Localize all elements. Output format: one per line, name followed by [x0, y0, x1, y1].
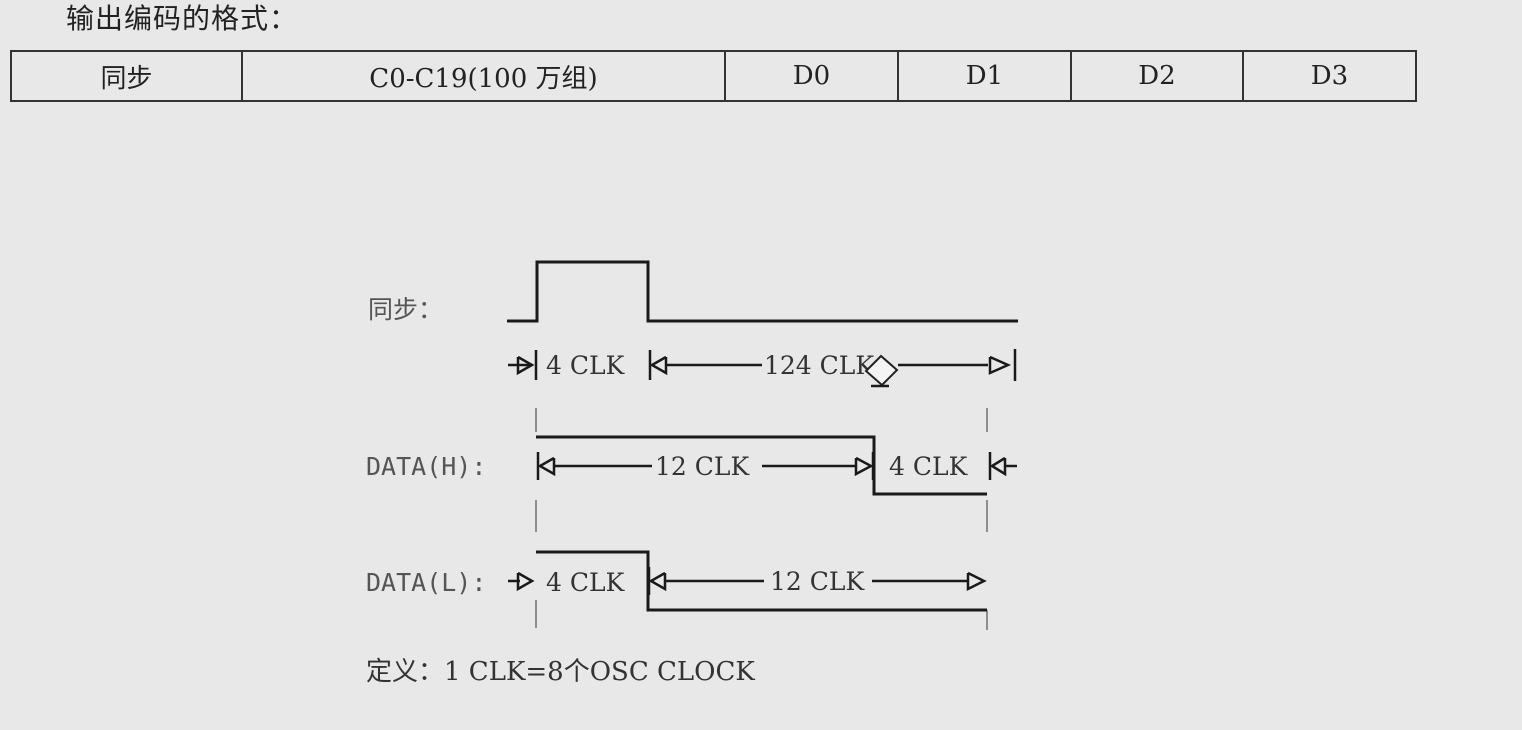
data-h-dimension: [536, 452, 1017, 480]
table-cell-code: C0-C19(100 万组): [241, 50, 726, 102]
sync-low-clk-label: 124 CLK: [764, 351, 875, 380]
data-h-low-clk-label: 4 CLK: [889, 452, 969, 481]
sync-dimension: [508, 349, 1017, 381]
sync-signal-label: 同步：: [368, 295, 443, 324]
sync-waveform: [507, 260, 1018, 323]
table-row: 同步 C0-C19(100 万组) D0 D1 D2 D3: [10, 50, 1417, 102]
data-h-signal-label: DATA(H):: [366, 452, 486, 481]
data-l-dimension: [508, 567, 987, 595]
section-heading: 输出编码的格式：: [66, 2, 299, 35]
reference-ticks: [535, 408, 988, 630]
data-l-high-clk-label: 4 CLK: [546, 568, 626, 597]
table-cell-d3: D3: [1242, 50, 1417, 102]
table-cell-d2: D2: [1070, 50, 1244, 102]
clock-definition: 定义：1 CLK=8个OSC CLOCK: [366, 657, 755, 687]
sync-high-clk-label: 4 CLK: [546, 351, 626, 380]
table-cell-d0: D0: [724, 50, 899, 102]
eraser-cursor-icon: [864, 354, 899, 388]
table-cell-sync: 同步: [10, 50, 243, 102]
table-cell-d1: D1: [897, 50, 1072, 102]
data-l-signal-label: DATA(L):: [366, 568, 486, 597]
encoding-format-table: 同步 C0-C19(100 万组) D0 D1 D2 D3: [10, 50, 1417, 102]
data-l-low-clk-label: 12 CLK: [770, 567, 865, 596]
data-h-high-clk-label: 12 CLK: [655, 452, 750, 481]
